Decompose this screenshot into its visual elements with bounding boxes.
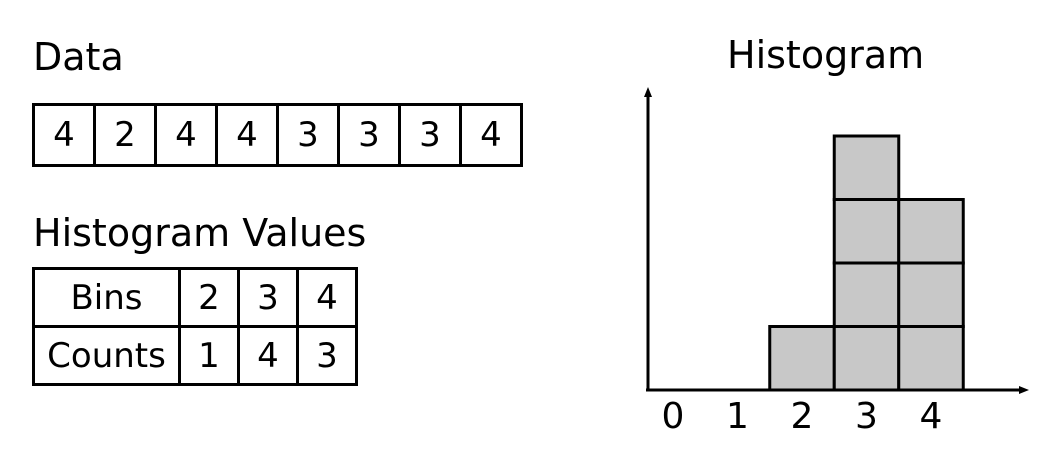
x-tick-label: 4 — [920, 396, 943, 437]
bin-cell: 4 — [296, 267, 358, 328]
data-cell: 4 — [35, 106, 96, 164]
histogram-bar-block-3 — [832, 325, 901, 392]
data-cell: 4 — [218, 106, 279, 164]
histogram-bar-block-3 — [832, 261, 901, 328]
x-tick-label: 3 — [855, 396, 878, 437]
histogram-bar-block-3 — [832, 198, 901, 265]
counts-row: Counts 1 4 3 — [32, 325, 358, 386]
data-cell: 3 — [279, 106, 340, 164]
histogram-bar-block-4 — [897, 198, 965, 265]
histogram-bar-block-2 — [768, 325, 836, 392]
x-tick-label: 1 — [726, 396, 749, 437]
histogram-title: Histogram — [727, 33, 925, 77]
bins-row: Bins 2 3 4 — [32, 267, 358, 328]
histogram-bars — [768, 134, 965, 392]
count-cell: 3 — [296, 325, 358, 386]
data-cell: 4 — [157, 106, 218, 164]
bin-cell: 2 — [178, 267, 240, 328]
histogram-values-table: Bins 2 3 4 Counts 1 4 3 — [32, 267, 358, 386]
x-tick-label: 2 — [791, 396, 814, 437]
count-cell: 1 — [178, 325, 240, 386]
histogram-bar-block-4 — [897, 261, 965, 328]
data-cell: 4 — [480, 115, 502, 155]
histogram-bar-block-3 — [832, 134, 901, 201]
bin-cell: 3 — [237, 267, 299, 328]
bins-label: Bins — [32, 267, 181, 328]
x-tick-label: 0 — [662, 396, 685, 437]
data-cell: 3 — [401, 106, 462, 164]
histogram-bar-block-4 — [897, 325, 965, 392]
histogram-values-title: Histogram Values — [33, 211, 367, 255]
data-cell: 3 — [340, 106, 401, 164]
data-cell: 2 — [96, 106, 157, 164]
data-title: Data — [33, 35, 124, 79]
data-array: 4 2 4 4 3 3 3 4 — [32, 103, 523, 167]
counts-label: Counts — [32, 325, 181, 386]
count-cell: 4 — [237, 325, 299, 386]
